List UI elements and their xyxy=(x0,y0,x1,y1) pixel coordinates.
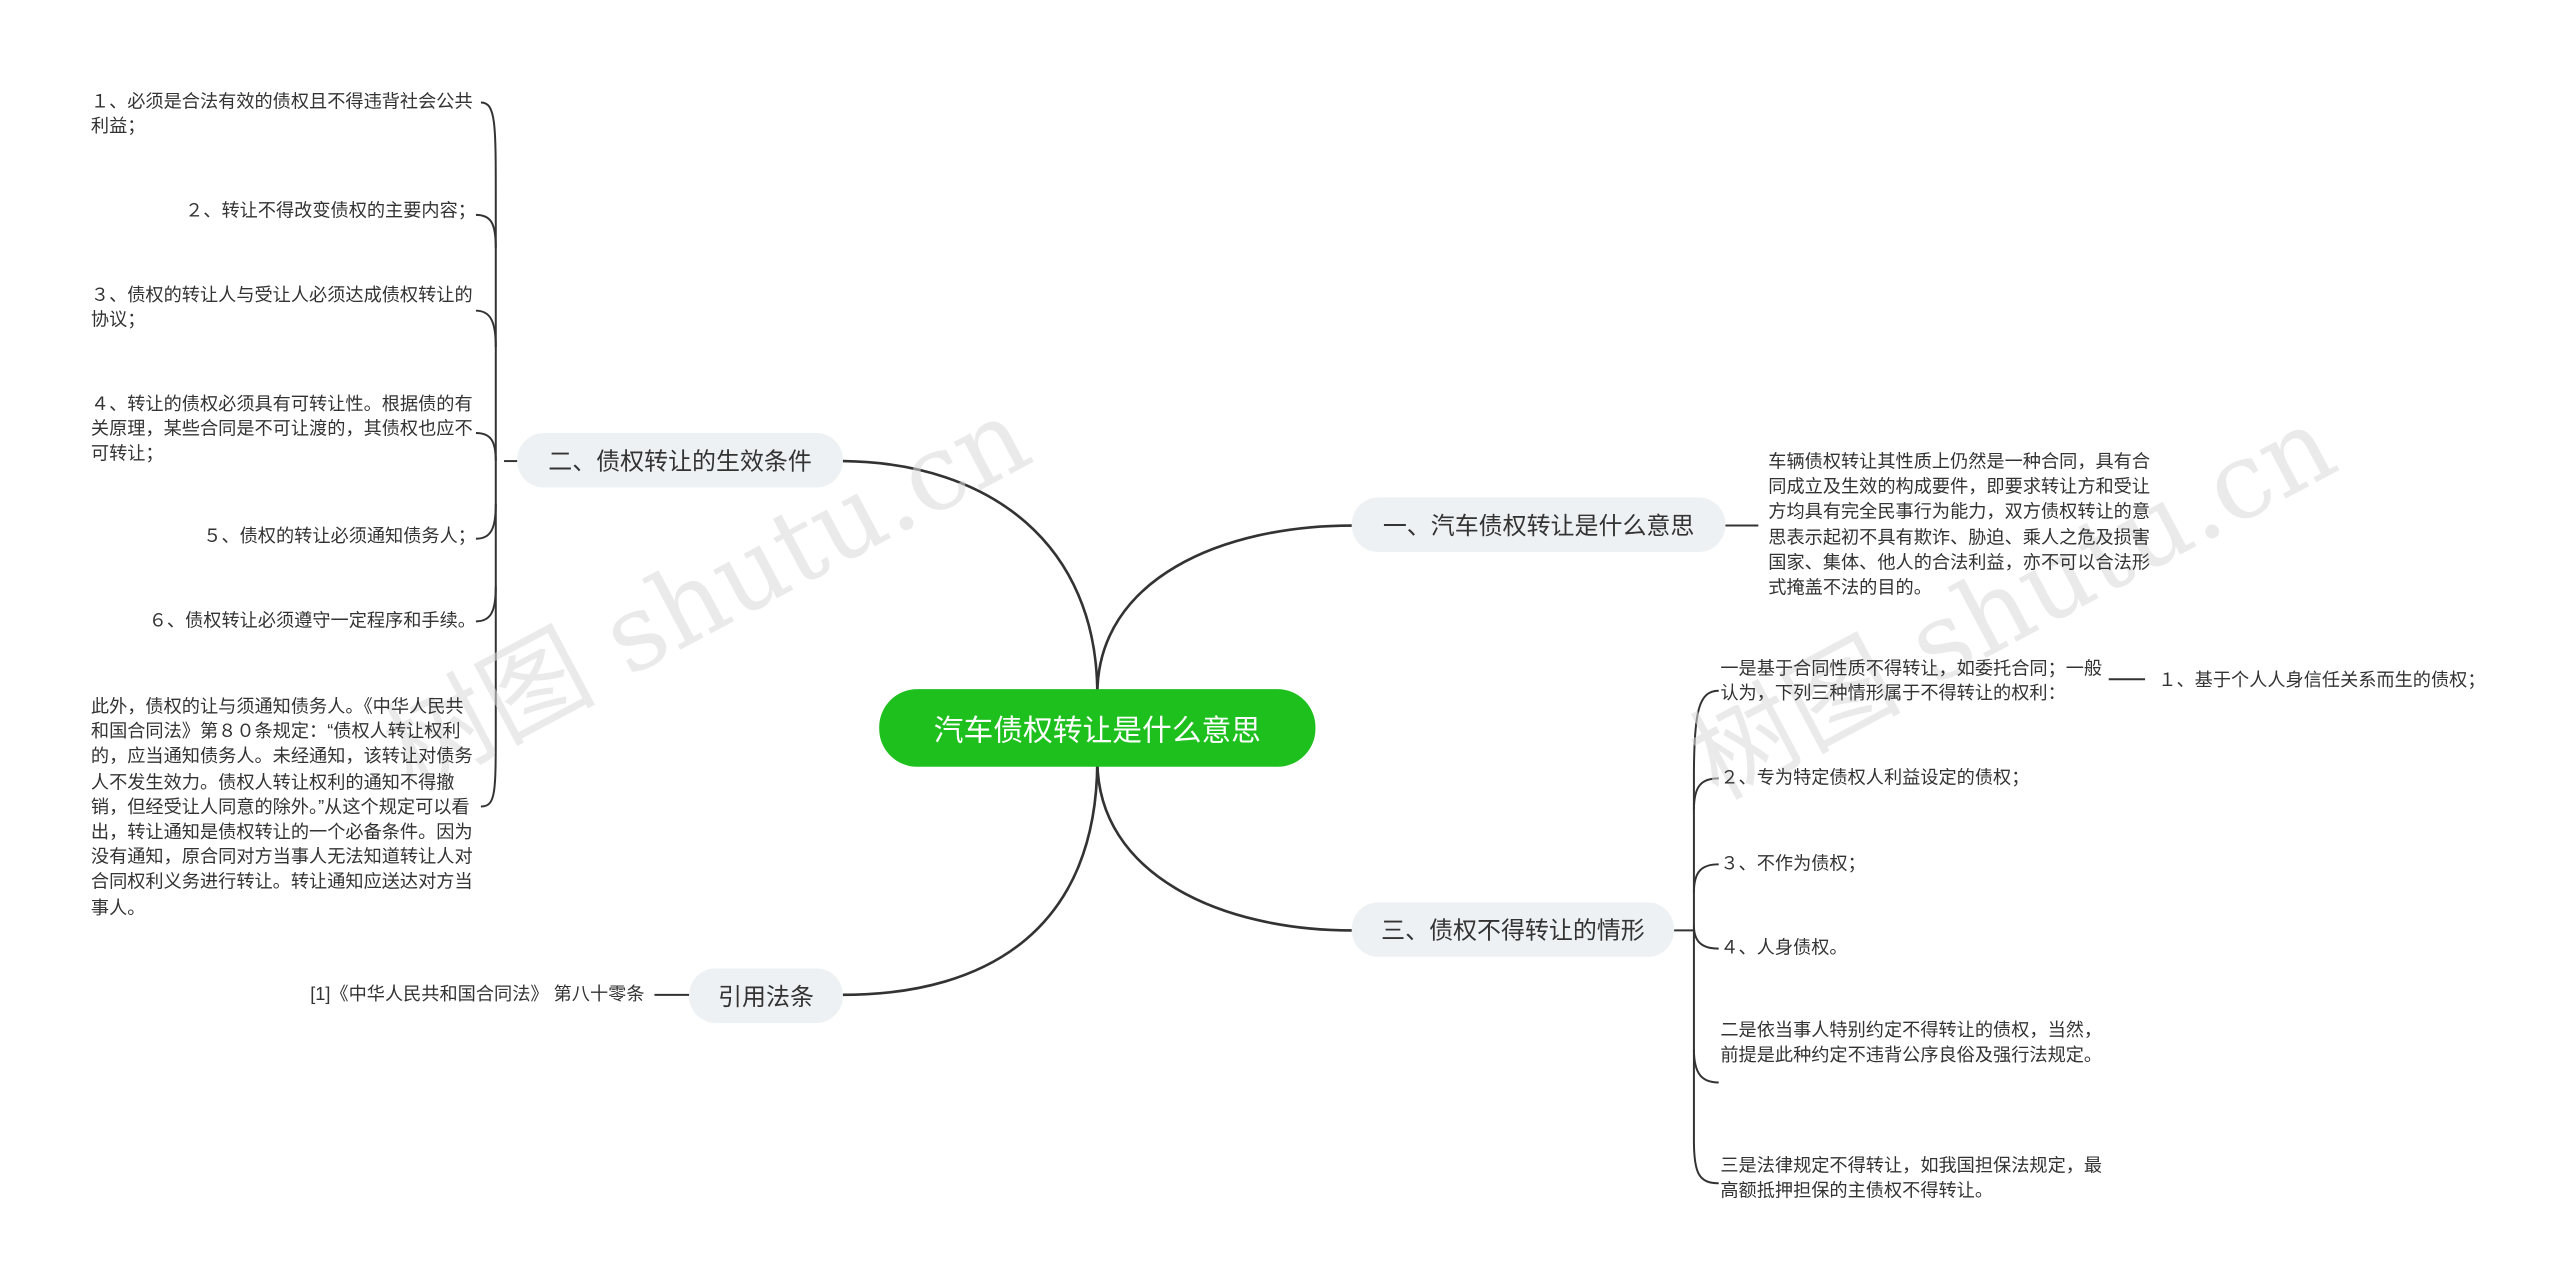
condition-item-5: ５、债权的转让必须通知债务人； xyxy=(203,527,476,548)
root-node[interactable]: 汽车债权转让是什么意思 xyxy=(879,689,1316,767)
branch-law[interactable]: 引用法条 xyxy=(689,968,843,1023)
law-item-1: [1]《中华人民共和国合同法》 第八十零条 xyxy=(310,984,645,1005)
branch-meaning-label: 一、汽车债权转让是什么意思 xyxy=(1382,513,1695,541)
case-sub-item-1: １、基于个人人身信任关系而生的债权； xyxy=(2158,670,2486,691)
branch-law-label: 引用法条 xyxy=(718,984,814,1012)
condition-item-1: １、必须是合法有效的债权且不得违背社会公共利益； xyxy=(90,92,473,138)
condition-item-6: ６、债权转让必须遵守一定程序和手续。 xyxy=(148,611,476,632)
branch-conditions-label: 二、债权转让的生效条件 xyxy=(548,449,812,476)
condition-item-3: ３、债权的转让人与受让人必须达成债权转让的协议； xyxy=(90,285,473,331)
root-label: 汽车债权转让是什么意思 xyxy=(933,713,1261,747)
condition-item-4: ４、转让的债权必须具有可转让性。根据债的有关原理，某些合同是不可让渡的，其债权也… xyxy=(90,394,473,466)
branch-cases[interactable]: 三、债权不得转让的情形 xyxy=(1351,902,1675,957)
case-item-3: ３、不作为债权； xyxy=(1720,854,1866,875)
case-item-1: 一是基于合同性质不得转让，如委托合同；一般认为，下列三种情形属于不得转让的权利： xyxy=(1720,659,2103,705)
link-root-law xyxy=(842,760,1099,997)
branch-cases-label: 三、债权不得转让的情形 xyxy=(1381,918,1645,946)
case-item-6: 三是法律规定不得转让，如我国担保法规定，最高额抵押担保的主债权不得转让。 xyxy=(1720,1156,2103,1202)
branch-conditions[interactable]: 二、债权转让的生效条件 xyxy=(517,432,843,488)
link-root-meaning xyxy=(1096,524,1352,695)
branch-meaning[interactable]: 一、汽车债权转让是什么意思 xyxy=(1351,497,1726,552)
case-item-5: 二是依当事人特别约定不得转让的债权，当然，前提是此种约定不违背公序良俗及强行法规… xyxy=(1720,1021,2103,1067)
case-item-2: ２、专为特定债权人利益设定的债权； xyxy=(1720,768,2030,789)
link-root-conditions xyxy=(842,459,1099,695)
condition-item-7: 此外，债权的让与须通知债务人。《中华人民共和国合同法》第８０条规定：“债权人转让… xyxy=(90,697,473,919)
link-root-cases xyxy=(1096,760,1352,932)
meaning-item-1: 车辆债权转让其性质上仍然是一种合同，具有合同成立及生效的构成要件，即要求转让方和… xyxy=(1768,452,2151,599)
condition-item-2: ２、转让不得改变债权的主要内容； xyxy=(185,201,476,222)
case-item-4: ４、人身债权。 xyxy=(1720,938,1848,959)
